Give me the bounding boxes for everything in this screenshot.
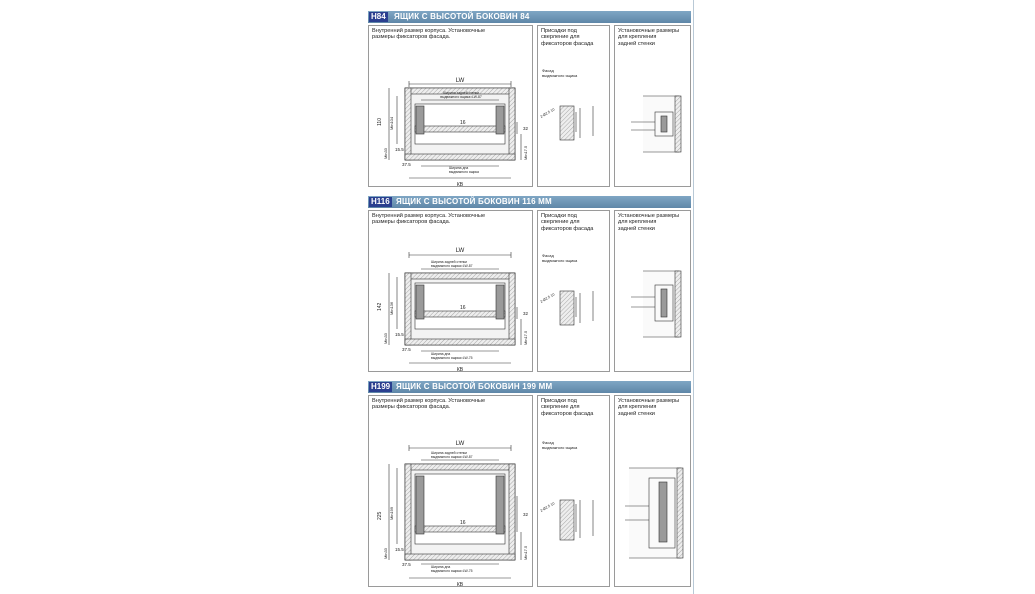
section-code: H199 — [369, 382, 393, 392]
svg-text:Min33: Min33 — [383, 547, 388, 559]
dim-lw: LW — [456, 248, 465, 254]
svg-text:15.5: 15.5 — [395, 547, 404, 552]
section-title: ЯЩИК С ВЫСОТОЙ БОКОВИН 199 ММ — [396, 382, 553, 391]
dim-16: 16 — [460, 520, 466, 526]
svg-text:2-Ø2.5 10: 2-Ø2.5 10 — [540, 501, 556, 512]
svg-text:выдвижного ящика=LW-75: выдвижного ящика=LW-75 — [431, 356, 473, 360]
section-header: H84 ЯЩИК С ВЫСОТОЙ БОКОВИН 84 — [368, 11, 691, 23]
svg-text:выдвижного ящика: выдвижного ящика — [542, 73, 578, 78]
dim-lw: LW — [456, 78, 465, 84]
svg-text:выдвижного ящика=LW-87: выдвижного ящика=LW-87 — [440, 95, 482, 99]
dim-min-height: Min136 — [389, 301, 394, 315]
svg-text:Фасад: Фасад — [542, 68, 554, 73]
dim-min-height: Min104 — [389, 116, 394, 130]
dim-kv: КВ — [457, 367, 464, 373]
svg-text:37.5: 37.5 — [402, 162, 411, 167]
svg-text:Min33: Min33 — [383, 147, 388, 159]
section-title: ЯЩИК С ВЫСОТОЙ БОКОВИН 84 — [394, 12, 530, 21]
dim-back-wall: Ширина задней стенки — [431, 451, 467, 455]
section-h84: H84 ЯЩИК С ВЫСОТОЙ БОКОВИН 84 Внутренний… — [368, 11, 691, 188]
dim-height: 142 — [377, 302, 383, 311]
svg-text:32: 32 — [523, 311, 529, 316]
svg-text:выдвижного ящика=LW-87: выдвижного ящика=LW-87 — [431, 264, 473, 268]
svg-text:выдвижного ящика=LW-87: выдвижного ящика=LW-87 — [431, 455, 473, 459]
dim-back-wall: Ширина задней стенки — [443, 91, 479, 95]
svg-text:15.5: 15.5 — [395, 147, 404, 152]
svg-text:Min17.5: Min17.5 — [523, 545, 528, 560]
dim-bottom-width: Ширина дна — [431, 352, 450, 356]
svg-text:Min33: Min33 — [383, 332, 388, 344]
svg-text:Фасад: Фасад — [542, 253, 554, 258]
section-header: H116 ЯЩИК С ВЫСОТОЙ БОКОВИН 116 ММ — [368, 196, 691, 208]
svg-text:Min17.5: Min17.5 — [523, 330, 528, 345]
svg-text:32: 32 — [523, 126, 529, 131]
svg-text:выдвижного ящика: выдвижного ящика — [542, 258, 578, 263]
cabinet-section-drawing: LW Ширина задней стенки выдвижного ящика… — [377, 441, 529, 588]
dim-height: 110 — [377, 118, 383, 126]
drilling-drawing: Фасад выдвижного ящика 2-Ø2.5 10 — [540, 68, 594, 141]
back-wall-drawing — [625, 467, 684, 559]
svg-text:выдвижного ящика: выдвижного ящика — [542, 445, 578, 450]
svg-text:выдвижного ящика: выдвижного ящика — [449, 170, 479, 174]
cabinet-section-drawing: LW Ширина задней стенки выдвижного ящика… — [377, 78, 529, 188]
section-code: H116 — [369, 197, 392, 207]
drilling-drawing: Фасад выдвижного ящика 2-Ø2.5 10 — [540, 440, 594, 541]
svg-text:2-Ø2.5 10: 2-Ø2.5 10 — [540, 107, 556, 118]
dim-kv: КВ — [457, 582, 464, 588]
dim-kv: КВ — [457, 182, 464, 188]
dim-16: 16 — [460, 120, 466, 126]
dim-16: 16 — [460, 305, 466, 311]
dim-min-height: Min199 — [389, 506, 394, 520]
dim-height: 225 — [377, 511, 383, 520]
svg-text:2-Ø2.5 10: 2-Ø2.5 10 — [540, 292, 556, 303]
svg-text:Min17.5: Min17.5 — [523, 145, 528, 160]
dim-back-wall: Ширина задней стенки — [431, 260, 467, 264]
section-h199: H199 ЯЩИК С ВЫСОТОЙ БОКОВИН 199 ММ Внутр… — [368, 381, 691, 588]
back-wall-drawing — [631, 95, 682, 153]
dim-bottom-width: Ширина дна — [431, 565, 450, 569]
back-wall-drawing — [631, 270, 682, 338]
svg-text:37.5: 37.5 — [402, 562, 411, 567]
svg-text:выдвижного ящика=LW-75: выдвижного ящика=LW-75 — [431, 569, 473, 573]
section-h116: H116 ЯЩИК С ВЫСОТОЙ БОКОВИН 116 ММ Внутр… — [368, 196, 691, 373]
dim-bottom-width: Ширина дна — [449, 166, 468, 170]
page-divider — [693, 0, 694, 594]
svg-text:15.5: 15.5 — [395, 332, 404, 337]
svg-text:32: 32 — [523, 512, 529, 517]
section-title: ЯЩИК С ВЫСОТОЙ БОКОВИН 116 ММ — [396, 197, 552, 206]
cabinet-section-drawing: LW Ширина задней стенки выдвижного ящика… — [377, 248, 529, 373]
dim-lw: LW — [456, 441, 465, 447]
svg-text:Фасад: Фасад — [542, 440, 554, 445]
svg-text:37.5: 37.5 — [402, 347, 411, 352]
section-header: H199 ЯЩИК С ВЫСОТОЙ БОКОВИН 199 ММ — [368, 381, 691, 393]
drilling-drawing: Фасад выдвижного ящика 2-Ø2.5 10 — [540, 253, 594, 326]
section-code: H84 — [369, 12, 388, 22]
